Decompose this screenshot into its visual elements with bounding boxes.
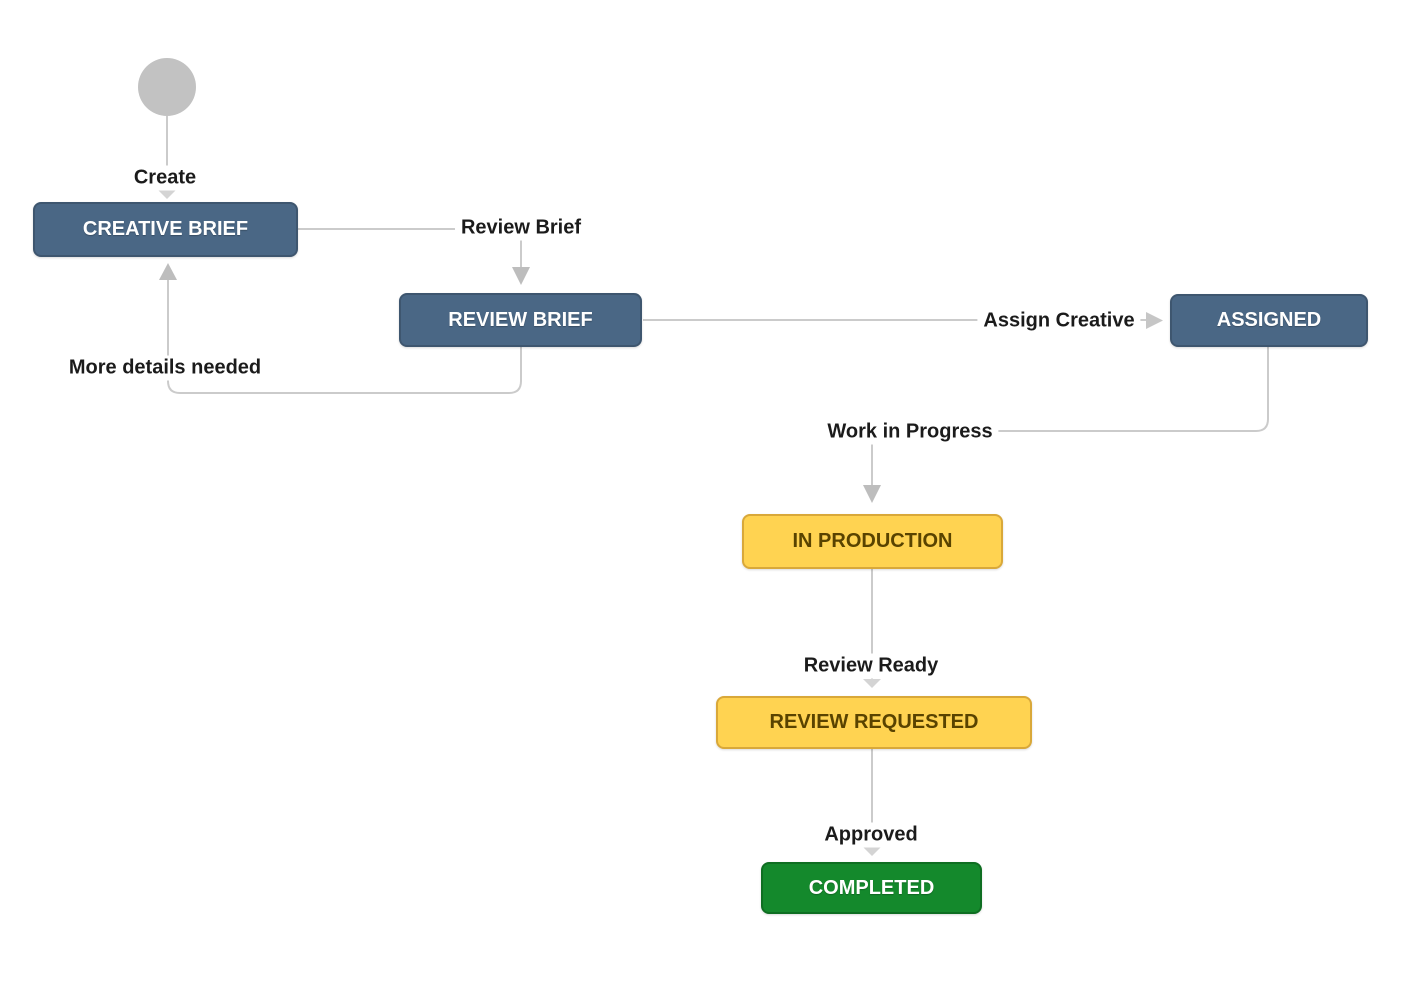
- status-node-in-production[interactable]: IN PRODUCTION: [742, 514, 1003, 569]
- status-node-review-requested[interactable]: REVIEW REQUESTED: [716, 696, 1032, 749]
- status-node-creative-brief[interactable]: CREATIVE BRIEF: [33, 202, 298, 257]
- transition-line-more-details-needed: [167, 280, 522, 394]
- arrowhead-assign-creative-right-icon: [1146, 312, 1163, 329]
- status-node-assigned[interactable]: ASSIGNED: [1170, 294, 1368, 347]
- transition-label-review-ready[interactable]: Review Ready: [797, 653, 945, 679]
- transition-line-work-in-progress: [871, 347, 1269, 485]
- transition-label-work-in-progress[interactable]: Work in Progress: [821, 419, 999, 445]
- arrowhead-create-down-icon: [158, 190, 176, 199]
- arrowhead-review-ready-down-icon: [863, 679, 881, 688]
- transition-label-assign-creative[interactable]: Assign Creative: [977, 308, 1141, 334]
- transition-label-create[interactable]: Create: [127, 165, 203, 191]
- start-node-circle[interactable]: [138, 58, 196, 116]
- transition-label-approved[interactable]: Approved: [818, 822, 924, 848]
- transition-label-review-brief[interactable]: Review Brief: [454, 215, 588, 241]
- status-node-completed[interactable]: COMPLETED: [761, 862, 982, 914]
- arrowhead-more-details-needed-up-icon: [159, 263, 177, 280]
- arrowhead-work-in-progress-down-icon: [863, 485, 881, 503]
- arrowhead-approved-down-icon: [863, 847, 881, 856]
- status-node-review-brief[interactable]: REVIEW BRIEF: [399, 293, 642, 347]
- transition-label-more-details-needed[interactable]: More details needed: [62, 355, 268, 381]
- arrowhead-review-brief-down-icon: [512, 267, 530, 285]
